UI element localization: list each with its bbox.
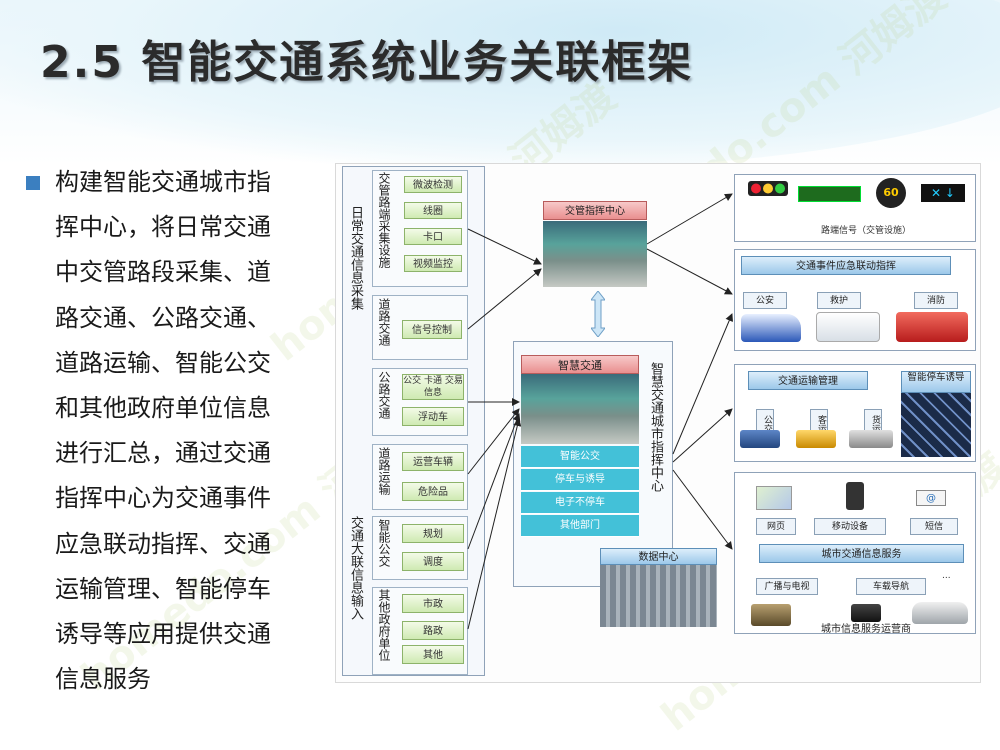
- smart-traffic-title: 智慧交通: [521, 355, 639, 374]
- parking-map-icon: [901, 393, 971, 457]
- truck-icon: [849, 430, 893, 448]
- item-sms[interactable]: 短信: [910, 518, 958, 535]
- fire-truck-icon: [896, 312, 968, 342]
- group-label: 智能公交: [377, 519, 391, 567]
- traffic-light-icon: [748, 181, 788, 196]
- group-label: 其他政府单位: [377, 589, 391, 661]
- speed-sign-icon: 60: [876, 178, 906, 208]
- lane-sign-icon: ✕ ↓: [921, 184, 965, 202]
- button-other-departments[interactable]: 其他部门: [521, 515, 639, 537]
- traffic-command-center-title: 交管指挥中心: [543, 201, 647, 220]
- item-road-admin[interactable]: 路政: [402, 621, 464, 640]
- tv-icon: [751, 604, 791, 626]
- city-info-service-title: 城市交通信息服务: [759, 544, 964, 563]
- left-bottom-label: 交通大联信息输入: [348, 516, 363, 620]
- ambulance-icon: [816, 312, 880, 342]
- body-line: 进行汇总，通过交通: [55, 439, 271, 468]
- item-floating-car[interactable]: 浮动车: [402, 407, 464, 426]
- body-line: 中交管路段采集、道: [55, 258, 271, 287]
- button-parking-guidance[interactable]: 停车与诱导: [521, 469, 639, 491]
- more-ellipsis: ...: [942, 571, 951, 581]
- item-fire[interactable]: 消防: [914, 292, 958, 309]
- item-mobile[interactable]: 移动设备: [814, 518, 886, 535]
- data-center-photo: [600, 565, 717, 627]
- item-card-transaction[interactable]: 公交 卡通 交易信息: [402, 374, 464, 400]
- item-other[interactable]: 其他: [402, 645, 464, 664]
- body-line: 运输管理、智能停车: [55, 574, 271, 603]
- email-icon: @: [916, 490, 946, 506]
- item-microwave-detection[interactable]: 微波检测: [404, 176, 462, 193]
- parking-title: 智能停车诱导: [901, 371, 971, 393]
- group-label: 道路运输: [377, 447, 391, 495]
- item-planning[interactable]: 规划: [402, 524, 464, 543]
- variable-message-sign-icon: [798, 186, 861, 202]
- item-operating-vehicles[interactable]: 运营车辆: [402, 452, 464, 471]
- web-map-icon: [756, 486, 792, 510]
- traffic-center-photo: [543, 221, 647, 287]
- group-label: 交管路端采集设施: [377, 172, 391, 268]
- page-title: 2.5 智能交通系统业务关联框架: [40, 37, 694, 88]
- body-line: 应急联动指挥、交通: [55, 529, 271, 558]
- signals-caption: 路端信号（交管设施）: [820, 226, 911, 236]
- item-municipal[interactable]: 市政: [402, 594, 464, 613]
- bullet-square-icon: [26, 176, 40, 190]
- item-signal-control[interactable]: 信号控制: [402, 320, 462, 339]
- gps-device-icon: [851, 604, 881, 622]
- item-dispatch[interactable]: 调度: [402, 552, 464, 571]
- bus-icon: [740, 430, 780, 448]
- body-text: 构建智能交通城市指挥中心，将日常交通中交管路段采集、道路交通、公路交通、道路运输…: [55, 160, 313, 702]
- left-top-label: 日常交通信息采集: [348, 206, 363, 310]
- item-police[interactable]: 公安: [743, 292, 787, 309]
- item-video-monitor[interactable]: 视频监控: [404, 255, 462, 272]
- item-car-navigation[interactable]: 车载导航: [856, 578, 926, 595]
- emergency-title: 交通事件应急联动指挥: [741, 256, 951, 275]
- smart-traffic-photo: [521, 374, 639, 444]
- police-car-icon: [741, 314, 801, 342]
- group-label: 道路交通: [377, 298, 391, 346]
- item-web[interactable]: 网页: [756, 518, 796, 535]
- city-command-center-label: 智慧交通城市指挥中心: [648, 362, 663, 492]
- body-line: 信息服务: [55, 665, 151, 694]
- connector-arrows: [467, 193, 733, 630]
- coach-icon: [796, 430, 836, 448]
- button-smart-bus[interactable]: 智能公交: [521, 446, 639, 468]
- mobile-device-icon: [846, 482, 864, 510]
- data-center-title: 数据中心: [600, 548, 717, 565]
- car-icon: [912, 602, 968, 624]
- item-hazardous-goods[interactable]: 危险品: [402, 482, 464, 501]
- transport-title: 交通运输管理: [748, 371, 868, 390]
- item-checkpoint[interactable]: 卡口: [404, 228, 462, 245]
- body-line: 路交通、公路交通、: [55, 303, 271, 332]
- body-line: 指挥中心为交通事件: [55, 484, 271, 513]
- item-ambulance[interactable]: 救护: [817, 292, 861, 309]
- body-line: 挥中心，将日常交通: [55, 213, 271, 242]
- body-line: 构建智能交通城市指: [55, 168, 271, 196]
- double-arrow-icon: [589, 290, 607, 338]
- framework-diagram: 日常交通信息采集 交通大联信息输入 交管路端采集设施 微波检测 线圈 卡口 视频…: [335, 163, 981, 683]
- body-line: 诱导等应用提供交通: [55, 620, 271, 649]
- info-operator-caption: 城市信息服务运营商: [821, 624, 911, 635]
- body-line: 和其他政府单位信息: [55, 394, 271, 423]
- item-broadcast-tv[interactable]: 广播与电视: [756, 578, 818, 595]
- item-loop[interactable]: 线圈: [404, 202, 462, 219]
- button-etc[interactable]: 电子不停车: [521, 492, 639, 514]
- group-label: 公路交通: [377, 371, 391, 419]
- header-wave-decoration: [0, 0, 1000, 170]
- body-line: 道路运输、智能公交: [55, 348, 271, 377]
